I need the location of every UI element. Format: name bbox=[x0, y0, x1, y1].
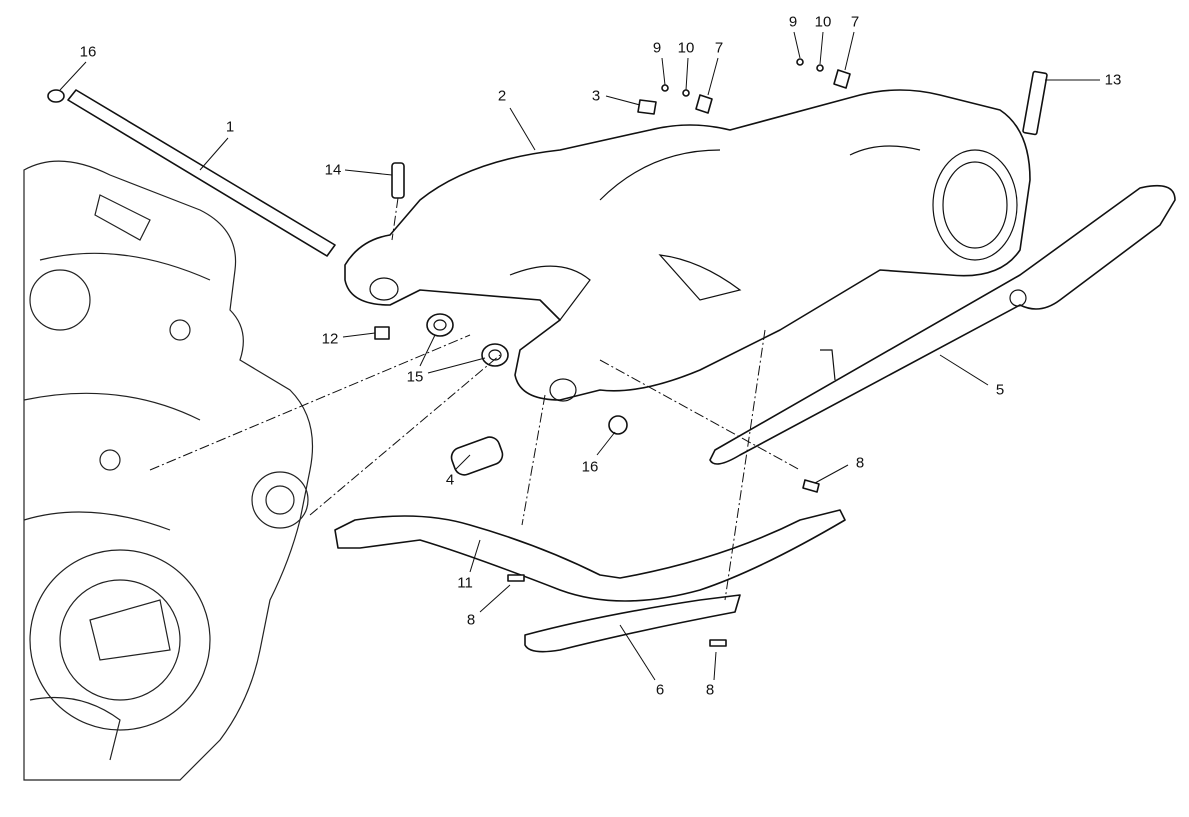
callout-6: 6 bbox=[654, 681, 666, 699]
callout-8: 8 bbox=[465, 611, 477, 629]
leader-lines bbox=[59, 31, 1100, 681]
callout-10: 10 bbox=[813, 13, 833, 31]
callout-7: 7 bbox=[713, 39, 725, 57]
swingarm bbox=[344, 89, 1031, 402]
engine-casing bbox=[23, 160, 313, 781]
callout-11: 11 bbox=[456, 574, 474, 592]
callout-16: 16 bbox=[78, 43, 98, 61]
callout-14: 14 bbox=[323, 161, 343, 179]
callout-4: 4 bbox=[444, 471, 456, 489]
callout-12: 12 bbox=[320, 330, 340, 348]
callout-3: 3 bbox=[590, 87, 602, 105]
callout-9: 9 bbox=[787, 13, 799, 31]
callout-5: 5 bbox=[994, 381, 1006, 399]
callout-9: 9 bbox=[651, 39, 663, 57]
chain-slider bbox=[334, 436, 846, 653]
callout-16: 16 bbox=[580, 458, 600, 476]
callout-7: 7 bbox=[849, 13, 861, 31]
callout-13: 13 bbox=[1103, 71, 1123, 89]
chain-guard bbox=[709, 184, 1176, 465]
callout-2: 2 bbox=[496, 87, 508, 105]
callout-10: 10 bbox=[676, 39, 696, 57]
callout-15: 15 bbox=[405, 368, 425, 386]
hardware bbox=[374, 58, 1048, 647]
callout-8: 8 bbox=[854, 454, 866, 472]
pivot-shaft bbox=[47, 89, 336, 257]
callout-8: 8 bbox=[704, 681, 716, 699]
assembly-lines bbox=[149, 197, 801, 601]
callout-1: 1 bbox=[224, 118, 236, 136]
